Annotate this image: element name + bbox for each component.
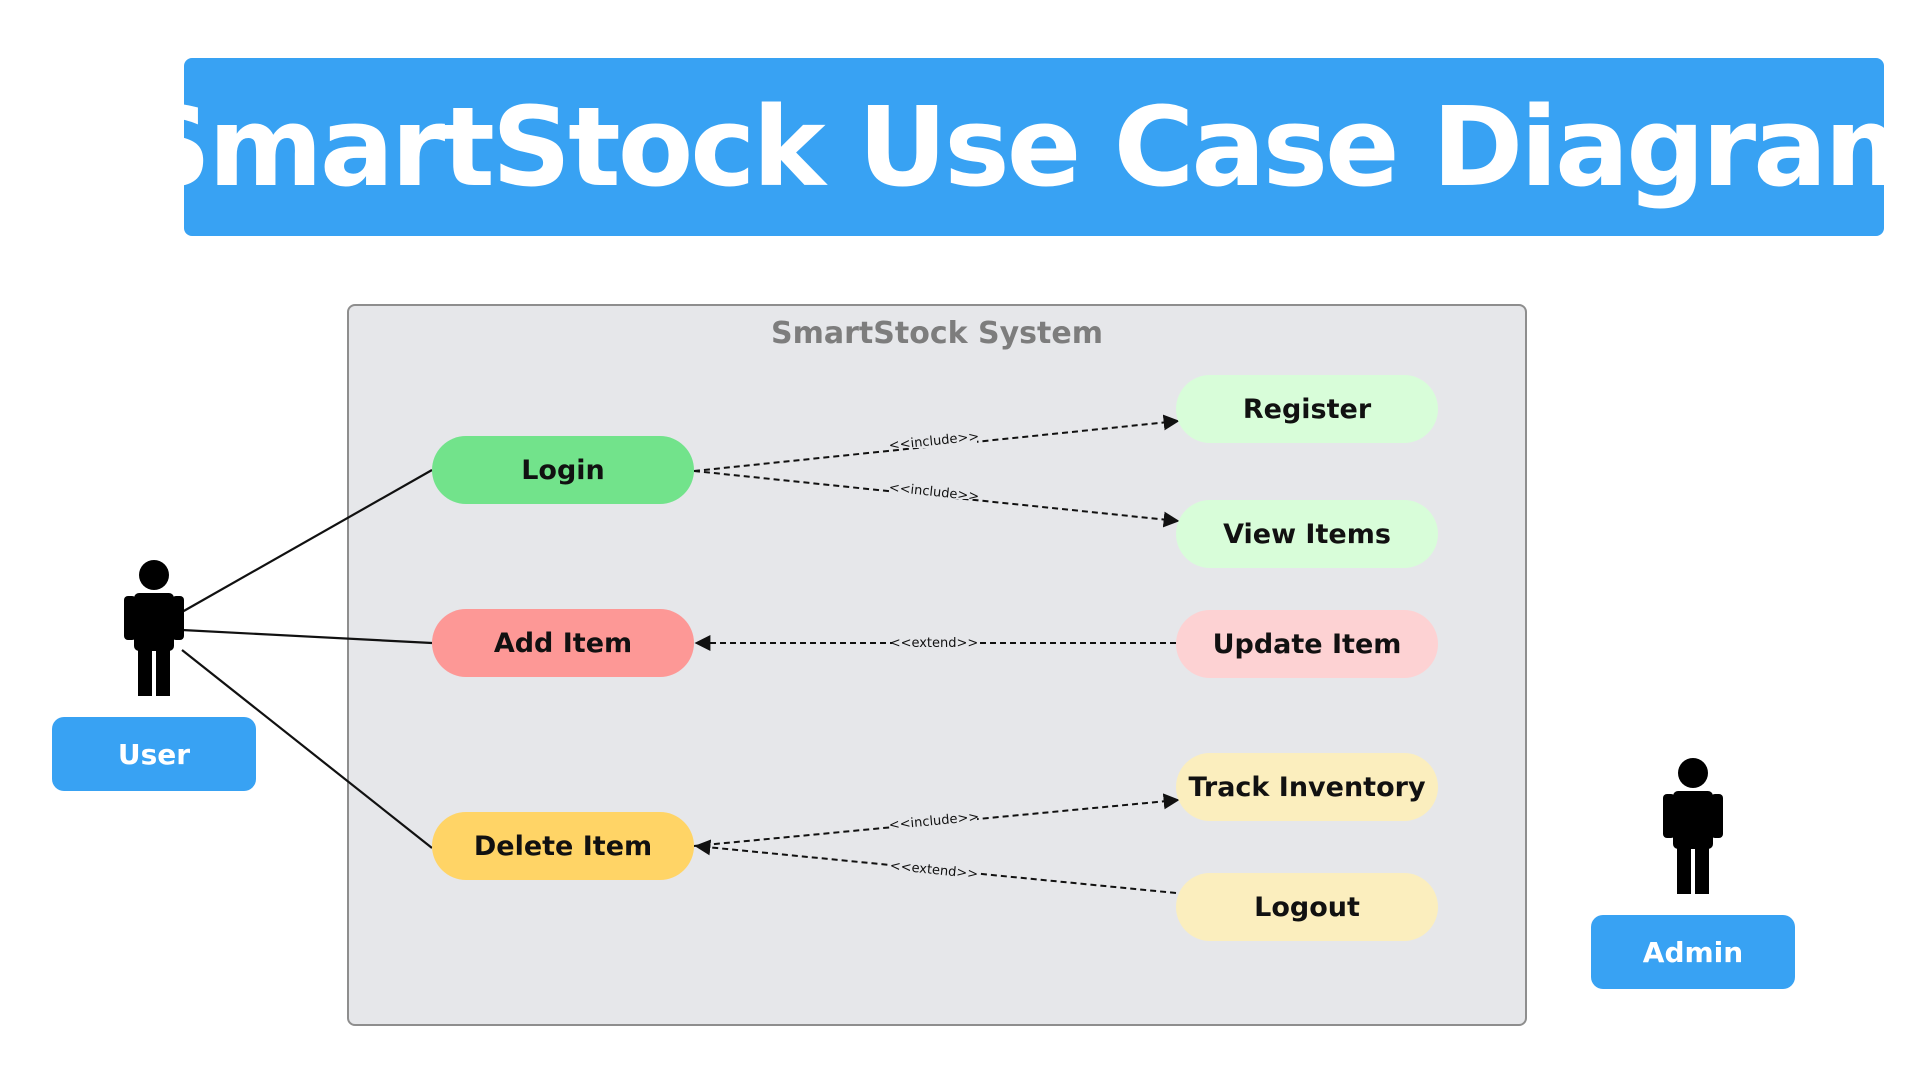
usecase-add-item[interactable]: Add Item	[432, 609, 694, 677]
actor-admin-label[interactable]: Admin	[1591, 915, 1795, 989]
usecase-view-items[interactable]: View Items	[1176, 500, 1438, 568]
system-label: SmartStock System	[771, 316, 1103, 351]
usecase-logout[interactable]: Logout	[1176, 873, 1438, 941]
usecase-register[interactable]: Register	[1176, 375, 1438, 443]
admin-person-icon	[1663, 758, 1723, 894]
usecase-delete-item[interactable]: Delete Item	[432, 812, 694, 880]
title-banner: SmartStock Use Case Diagram	[132, 58, 1920, 236]
user-person-icon	[124, 560, 184, 696]
actor-user-label[interactable]: User	[52, 717, 256, 791]
usecase-update-item[interactable]: Update Item	[1176, 610, 1438, 678]
diagram-title: SmartStock Use Case Diagram	[131, 83, 1920, 211]
usecase-track-inventory[interactable]: Track Inventory	[1176, 753, 1438, 821]
usecase-login[interactable]: Login	[432, 436, 694, 504]
